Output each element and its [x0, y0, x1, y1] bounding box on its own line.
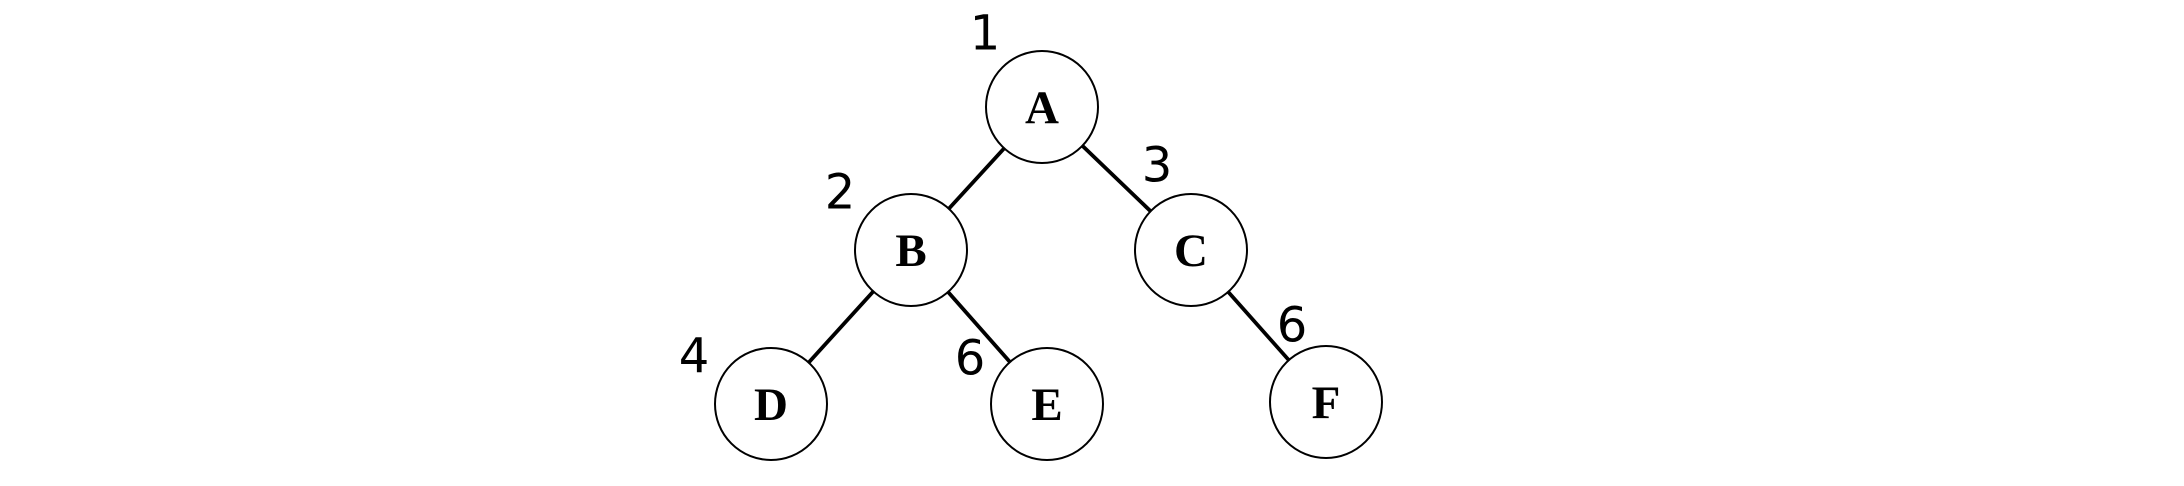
node-circle-B [854, 193, 968, 307]
node-circle-A [985, 50, 1099, 164]
node-label-C: C [1174, 225, 1208, 277]
node-number-C: 3 [1142, 137, 1173, 193]
node-number-A: 1 [970, 5, 1001, 61]
node-circle-C [1134, 193, 1248, 307]
node-number-D: 4 [679, 328, 710, 384]
node-circle-F [1269, 345, 1383, 459]
node-label-B: B [895, 225, 926, 277]
node-label-A: A [1025, 82, 1059, 134]
node-number-B: 2 [825, 164, 856, 220]
node-label-D: D [754, 379, 788, 431]
node-circle-E [990, 347, 1104, 461]
node-number-E: 6 [955, 330, 986, 386]
node-label-F: F [1312, 377, 1341, 429]
node-label-E: E [1031, 379, 1062, 431]
node-circle-D [714, 347, 828, 461]
node-number-F: 6 [1277, 297, 1308, 353]
